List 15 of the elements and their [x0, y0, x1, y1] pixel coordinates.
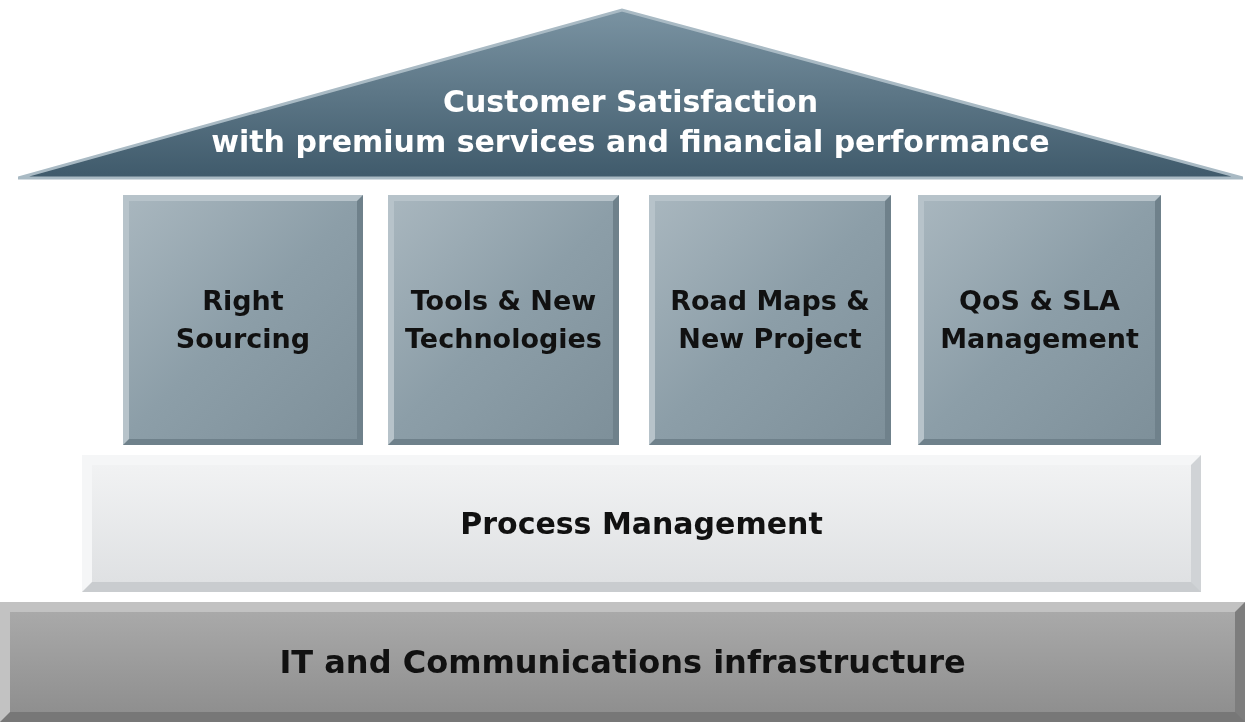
pillar-box	[918, 195, 1161, 445]
pillar-box	[649, 195, 891, 445]
band-label: Process Management	[460, 506, 823, 541]
pillar-label: QoS & SLA Management	[939, 284, 1140, 356]
pillar-label: Tools & New Technologies	[404, 284, 603, 356]
base-band	[0, 602, 1245, 722]
pillar-label: Road Maps & New Project	[669, 284, 871, 356]
pillar-box	[388, 195, 619, 445]
roof-triangle	[18, 8, 1243, 180]
pillar-box	[123, 195, 363, 445]
band-label: IT and Communications infrastructure	[279, 643, 966, 681]
roof-subheading: with premium services and financial performance	[211, 123, 1050, 161]
pillar-label: Right Sourcing	[174, 284, 312, 356]
roof-heading: Customer Satisfaction	[443, 83, 818, 121]
foundation-band	[82, 455, 1201, 592]
